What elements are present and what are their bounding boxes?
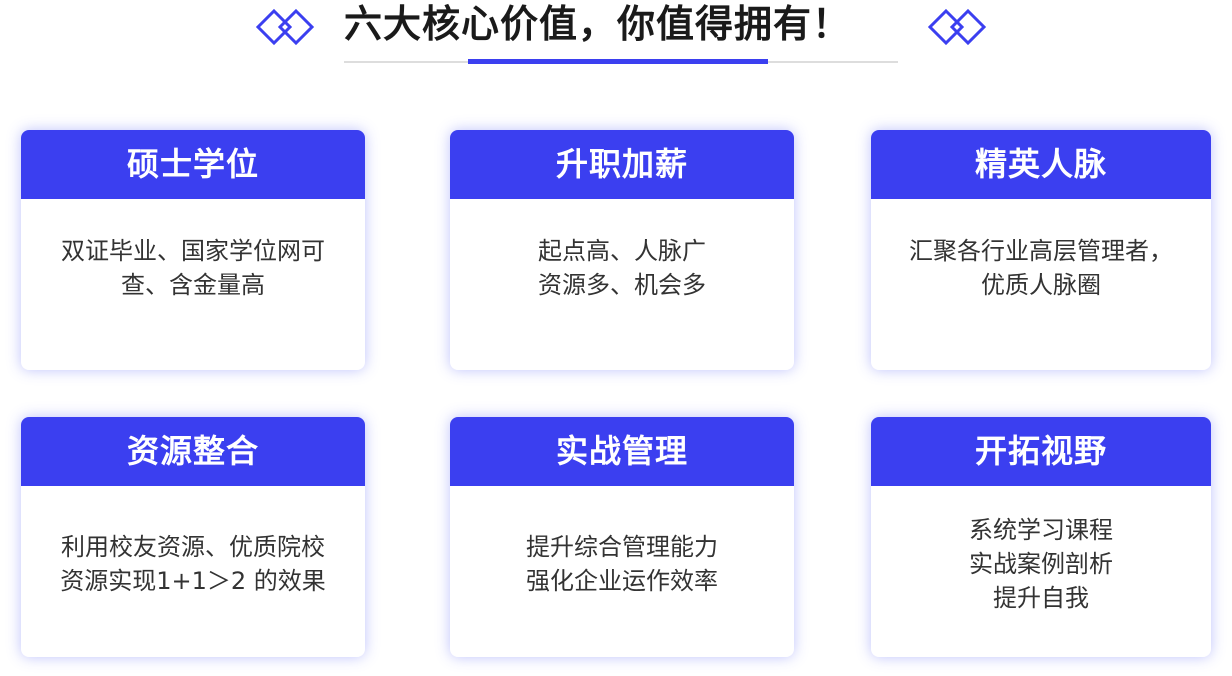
card-title: 开拓视野 xyxy=(871,417,1211,486)
double-diamond-icon xyxy=(928,8,987,46)
card-text-line: 实战案例剖析 xyxy=(969,549,1113,578)
card-text-line: 提升自我 xyxy=(993,583,1089,612)
value-card-broaden-horizons: 开拓视野 系统学习课程 实战案例剖析 提升自我 xyxy=(871,417,1211,657)
card-title: 实战管理 xyxy=(450,417,794,486)
card-title: 升职加薪 xyxy=(450,130,794,199)
card-text-line: 起点高、人脉广 xyxy=(538,236,706,265)
card-body: 提升综合管理能力 强化企业运作效率 xyxy=(450,486,794,657)
card-text-line: 强化企业运作效率 xyxy=(526,566,718,595)
card-title: 资源整合 xyxy=(21,417,365,486)
card-title: 硕士学位 xyxy=(21,130,365,199)
section-header: 六大核心价值，你值得拥有！ xyxy=(0,0,1232,70)
title-accent-bar xyxy=(468,59,768,64)
value-card-master-degree: 硕士学位 双证毕业、国家学位网可 查、含金量高 xyxy=(21,130,365,370)
card-body: 双证毕业、国家学位网可 查、含金量高 xyxy=(21,199,365,370)
value-card-practical-management: 实战管理 提升综合管理能力 强化企业运作效率 xyxy=(450,417,794,657)
card-text-line: 系统学习课程 xyxy=(969,515,1113,544)
page-title: 六大核心价值，你值得拥有！ xyxy=(344,2,852,46)
card-title: 精英人脉 xyxy=(871,130,1211,199)
card-text-line: 优质人脉圈 xyxy=(981,270,1101,299)
card-text-line: 资源实现1+1＞2 的效果 xyxy=(60,566,326,595)
card-text-line: 查、含金量高 xyxy=(121,270,265,299)
card-body: 汇聚各行业高层管理者， 优质人脉圈 xyxy=(871,199,1211,370)
card-text-line: 利用校友资源、优质院校 xyxy=(61,532,325,561)
card-text-line: 汇聚各行业高层管理者， xyxy=(909,236,1173,265)
value-card-resource-integration: 资源整合 利用校友资源、优质院校 资源实现1+1＞2 的效果 xyxy=(21,417,365,657)
card-text-line: 双证毕业、国家学位网可 xyxy=(61,236,325,265)
card-body: 起点高、人脉广 资源多、机会多 xyxy=(450,199,794,370)
card-text-line: 提升综合管理能力 xyxy=(526,532,718,561)
double-diamond-icon xyxy=(256,8,315,46)
value-card-promotion: 升职加薪 起点高、人脉广 资源多、机会多 xyxy=(450,130,794,370)
card-body: 系统学习课程 实战案例剖析 提升自我 xyxy=(871,486,1211,657)
value-card-elite-network: 精英人脉 汇聚各行业高层管理者， 优质人脉圈 xyxy=(871,130,1211,370)
card-text-line: 资源多、机会多 xyxy=(538,270,706,299)
card-body: 利用校友资源、优质院校 资源实现1+1＞2 的效果 xyxy=(21,486,365,657)
